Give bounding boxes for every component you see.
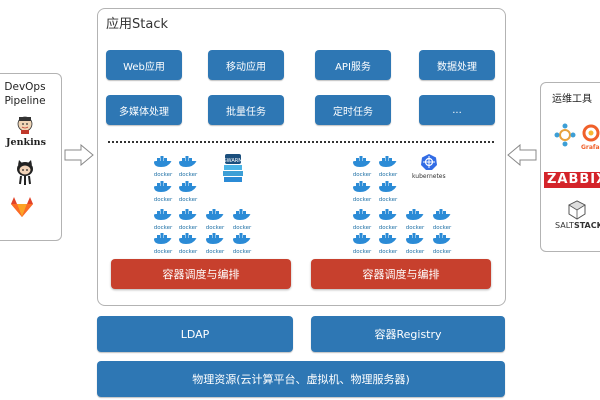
svg-text:SWARM: SWARM (223, 158, 242, 164)
docker-whale-icon: docker (232, 206, 252, 231)
arrow-right-icon (64, 143, 94, 167)
ops-tools-title: 运维工具 (552, 94, 592, 105)
docker-whale-icon: docker (205, 206, 225, 231)
docker-whale-icon: docker (378, 230, 398, 255)
app-mobile: 移动应用 (208, 50, 284, 80)
app-batch: 批量任务 (208, 95, 284, 125)
docker-whale-icon: docker (178, 153, 198, 178)
devops-pipeline-panel (0, 73, 62, 241)
docker-whale-icon: docker (352, 206, 372, 231)
docker-whale-icon: docker (432, 230, 452, 255)
zabbix-logo: ZABBIX (544, 172, 600, 188)
grafana-label: Grafa (581, 144, 600, 151)
saltstack-icon (567, 200, 587, 220)
docker-whale-icon: docker (405, 206, 425, 231)
grafana-icon (582, 124, 600, 142)
docker-whale-icon: docker (378, 206, 398, 231)
jenkins-label: Jenkins (6, 137, 46, 148)
docker-whale-icon: docker (432, 206, 452, 231)
docker-whale-icon: docker (153, 153, 173, 178)
app-scheduled: 定时任务 (315, 95, 391, 125)
docker-whale-icon: docker (178, 178, 198, 203)
ops-tools-panel (540, 82, 600, 252)
docker-whale-icon: docker (178, 206, 198, 231)
monitoring-icon (552, 122, 578, 148)
jenkins-icon (16, 116, 34, 134)
stack-title: 应用Stack (106, 17, 168, 32)
kubernetes-icon (420, 153, 438, 171)
gitlab-icon (10, 196, 34, 218)
app-web: Web应用 (106, 50, 182, 80)
app-data-processing: 数据处理 (419, 50, 495, 80)
saltstack-label: SALTSTACK (555, 221, 600, 230)
kubernetes-label: kubernetes (412, 173, 446, 180)
docker-whale-icon: docker (232, 230, 252, 255)
app-multimedia: 多媒体处理 (106, 95, 182, 125)
ldap-bar: LDAP (97, 316, 293, 352)
docker-whale-icon: docker (378, 153, 398, 178)
docker-whale-icon: docker (178, 230, 198, 255)
arrow-left-icon (507, 143, 537, 167)
app-more: ... (419, 95, 495, 125)
docker-whale-icon: docker (378, 178, 398, 203)
registry-bar: 容器Registry (311, 316, 505, 352)
docker-whale-icon: docker (205, 230, 225, 255)
docker-whale-icon: docker (153, 206, 173, 231)
orchestration-right: 容器调度与编排 (311, 259, 491, 289)
app-api: API服务 (315, 50, 391, 80)
devops-title: DevOps Pipeline (4, 81, 46, 107)
github-octocat-icon (14, 160, 36, 186)
docker-whale-icon: docker (405, 230, 425, 255)
docker-whale-icon: docker (352, 153, 372, 178)
docker-whale-icon: docker (352, 178, 372, 203)
docker-whale-icon: docker (352, 230, 372, 255)
docker-swarm-icon: SWARM (222, 152, 244, 186)
divider (108, 141, 494, 143)
orchestration-left: 容器调度与编排 (111, 259, 291, 289)
physical-resources-bar: 物理资源(云计算平台、虚拟机、物理服务器) (97, 361, 505, 397)
docker-whale-icon: docker (153, 230, 173, 255)
docker-whale-icon: docker (153, 178, 173, 203)
